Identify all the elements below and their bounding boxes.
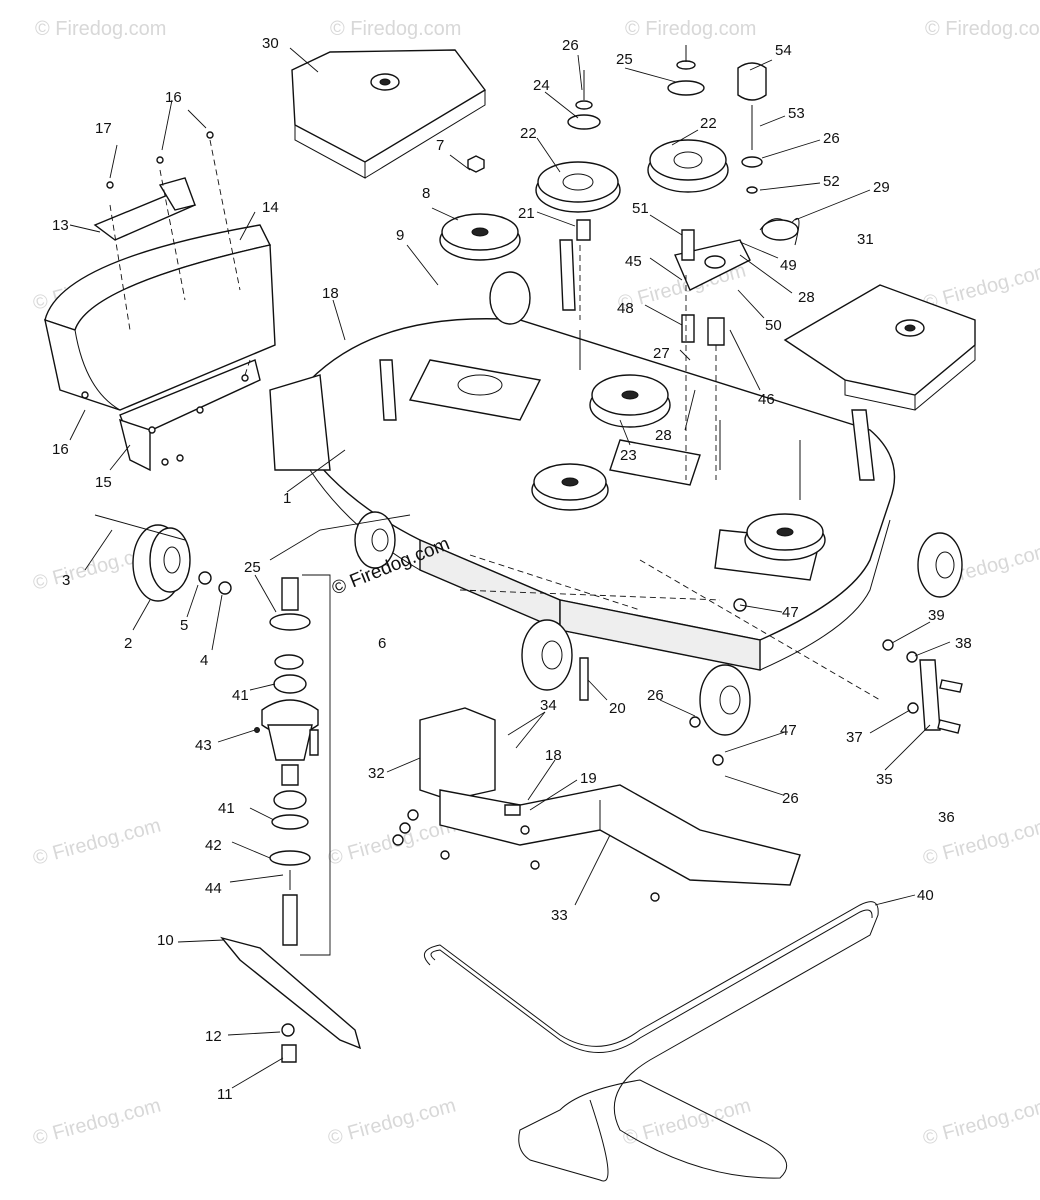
right-hardware bbox=[504, 598, 963, 835]
callout-13: 13 bbox=[52, 217, 69, 234]
callout-25: 25 bbox=[244, 559, 261, 576]
callout-16: 16 bbox=[52, 441, 69, 458]
callout-10: 10 bbox=[157, 932, 174, 949]
wheels bbox=[94, 271, 963, 736]
callout-31: 31 bbox=[857, 231, 874, 248]
callout-26: 26 bbox=[823, 130, 840, 147]
callout-6: 6 bbox=[378, 635, 386, 652]
callout-5: 5 bbox=[180, 617, 188, 634]
watermark: © Firedog.com bbox=[326, 815, 459, 870]
callout-43: 43 bbox=[195, 737, 212, 754]
callout-18: 18 bbox=[545, 747, 562, 764]
watermark: © Firedog.com bbox=[921, 1095, 1040, 1150]
callout-3: 3 bbox=[62, 572, 70, 589]
pulleys bbox=[439, 139, 826, 561]
callout-22: 22 bbox=[700, 115, 717, 132]
callout-9: 9 bbox=[396, 227, 404, 244]
callout-2: 2 bbox=[124, 635, 132, 652]
watermark: © Firedog.com bbox=[31, 1095, 164, 1150]
callout-50: 50 bbox=[765, 317, 782, 334]
callout-40: 40 bbox=[917, 887, 934, 904]
watermark: © Firedog.com bbox=[326, 1095, 459, 1150]
callout-41: 41 bbox=[218, 800, 235, 817]
belt-cover-left bbox=[291, 49, 487, 179]
spindle-assembly bbox=[254, 514, 411, 956]
callout-46: 46 bbox=[758, 391, 775, 408]
callout-39: 39 bbox=[928, 607, 945, 624]
baffles bbox=[392, 707, 801, 902]
callout-22: 22 bbox=[520, 125, 537, 142]
callout-18: 18 bbox=[322, 285, 339, 302]
callout-26: 26 bbox=[782, 790, 799, 807]
callout-1: 1 bbox=[283, 490, 291, 507]
callout-19: 19 bbox=[580, 770, 597, 787]
callout-24: 24 bbox=[533, 77, 550, 94]
callout-12: 12 bbox=[205, 1028, 222, 1045]
callout-15: 15 bbox=[95, 474, 112, 491]
callout-33: 33 bbox=[551, 907, 568, 924]
callout-28: 28 bbox=[798, 289, 815, 306]
callout-29: 29 bbox=[873, 179, 890, 196]
callout-42: 42 bbox=[205, 837, 222, 854]
callout-41: 41 bbox=[232, 687, 249, 704]
callout-44: 44 bbox=[205, 880, 222, 897]
drive-belt bbox=[423, 901, 879, 1182]
callout-20: 20 bbox=[609, 700, 626, 717]
callout-49: 49 bbox=[780, 257, 797, 274]
callout-47: 47 bbox=[780, 722, 797, 739]
callout-21: 21 bbox=[518, 205, 535, 222]
callout-53: 53 bbox=[788, 105, 805, 122]
callout-35: 35 bbox=[876, 771, 893, 788]
belt-cover-right bbox=[783, 284, 976, 411]
callout-38: 38 bbox=[955, 635, 972, 652]
chains bbox=[379, 239, 941, 731]
callout-26: 26 bbox=[562, 37, 579, 54]
callout-28: 28 bbox=[655, 427, 672, 444]
watermark: © Firedog.com bbox=[31, 815, 164, 870]
callout-34: 34 bbox=[540, 697, 557, 714]
callout-36: 36 bbox=[938, 809, 955, 826]
callout-51: 51 bbox=[632, 200, 649, 217]
callout-labels: 30 26 25 24 22 22 54 53 26 52 29 7 8 9 2… bbox=[52, 35, 972, 1103]
callout-26: 26 bbox=[647, 687, 664, 704]
callout-16: 16 bbox=[165, 89, 182, 106]
callout-47: 47 bbox=[782, 604, 799, 621]
hardware-stacks bbox=[567, 45, 800, 480]
callout-25: 25 bbox=[616, 51, 633, 68]
discharge-deflector bbox=[44, 131, 276, 472]
callout-45: 45 bbox=[625, 253, 642, 270]
callout-27: 27 bbox=[653, 345, 670, 362]
leader-lines bbox=[69, 47, 951, 1089]
watermark: © Firedog.com bbox=[330, 18, 461, 40]
callout-52: 52 bbox=[823, 173, 840, 190]
callout-14: 14 bbox=[262, 199, 279, 216]
callout-23: 23 bbox=[620, 447, 637, 464]
callout-37: 37 bbox=[846, 729, 863, 746]
watermark: © Firedog.com bbox=[625, 18, 756, 40]
watermark: © Firedog.com bbox=[925, 18, 1040, 40]
callout-11: 11 bbox=[217, 1086, 233, 1103]
callout-48: 48 bbox=[617, 300, 634, 317]
callout-32: 32 bbox=[368, 765, 385, 782]
callout-54: 54 bbox=[775, 42, 792, 59]
callout-30: 30 bbox=[262, 35, 279, 52]
callout-7: 7 bbox=[436, 137, 444, 154]
watermark: © Firedog.com bbox=[35, 18, 166, 40]
callout-8: 8 bbox=[422, 185, 430, 202]
callout-4: 4 bbox=[200, 652, 208, 669]
mower-blade bbox=[220, 936, 362, 1063]
callout-17: 17 bbox=[95, 120, 112, 137]
